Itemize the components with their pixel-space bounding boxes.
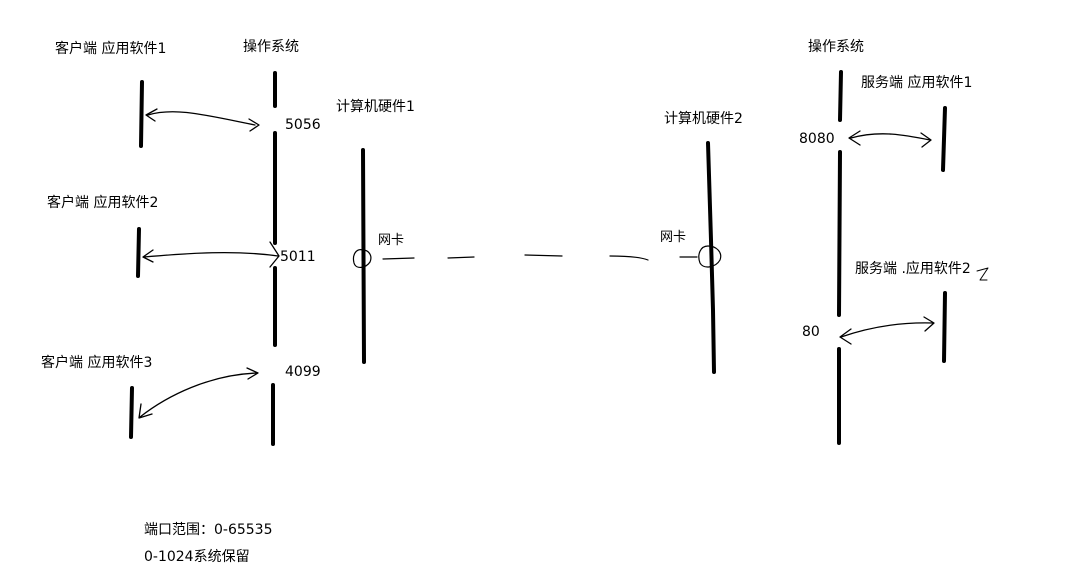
reserved-ports-note: 0-1024系统保留 [144, 549, 250, 565]
server-app-1-line [941, 106, 947, 172]
network-link-dash-3 [524, 254, 563, 257]
client-app-1-label: 客户端 应用软件1 [55, 41, 167, 57]
client-app-3-line [129, 386, 134, 439]
port-label-5011: 5011 [280, 249, 316, 265]
arrow-client-2 [142, 241, 280, 268]
client-app-1-line [139, 80, 144, 148]
nic-2-circle [698, 245, 722, 268]
port-label-5056: 5056 [285, 117, 321, 133]
client-app-2-line [136, 227, 141, 278]
arrow-client-1 [145, 108, 260, 132]
port-label-8080: 8080 [799, 131, 835, 147]
right-os-label: 操作系统 [808, 39, 864, 55]
arrow-client-3 [138, 367, 259, 419]
arrow-server-2 [839, 316, 935, 345]
port-label-80: 80 [802, 324, 820, 340]
server-app-2-line [942, 291, 947, 363]
network-link-dash-1 [382, 257, 415, 260]
left-os-label: 操作系统 [243, 39, 299, 55]
nic-2-label: 网卡 [660, 230, 687, 245]
hardware-2-label: 计算机硬件2 [664, 111, 743, 127]
network-link-dash-4 [609, 255, 649, 261]
hardware-1-label: 计算机硬件1 [336, 99, 415, 115]
server-app-2-label-tail [976, 267, 989, 281]
nic-1-circle [352, 249, 372, 268]
client-app-2-label: 客户端 应用软件2 [47, 195, 159, 211]
client-app-3-label: 客户端 应用软件3 [41, 355, 153, 371]
network-link-dash-2 [447, 256, 475, 259]
hardware-1-line [361, 148, 366, 364]
arrow-server-1 [848, 130, 932, 148]
right-os-line-segment-2 [837, 150, 842, 317]
hardware-2-line [706, 141, 716, 374]
port-range-note: 端口范围：0-65535 [144, 522, 273, 538]
server-app-1-label: 服务端 应用软件1 [861, 75, 973, 91]
nic-1-label: 网卡 [378, 233, 405, 248]
right-os-line-segment-1 [838, 70, 843, 122]
server-app-2-label: 服务端 .应用软件2 [855, 261, 971, 277]
port-label-4099: 4099 [285, 364, 321, 380]
